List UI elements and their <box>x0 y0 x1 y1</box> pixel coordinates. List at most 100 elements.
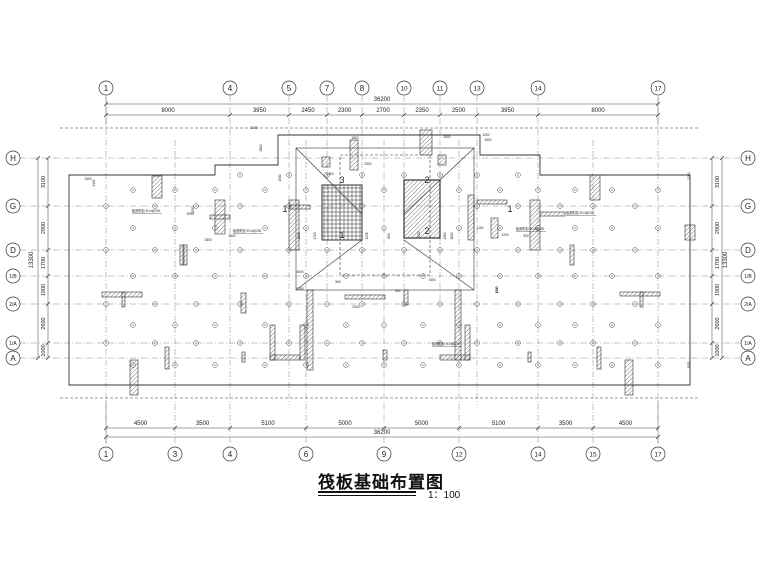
local-dimension-text: 1800 <box>351 136 358 140</box>
svg-text:9: 9 <box>382 450 387 459</box>
axis-bubble-top: 14 <box>530 80 546 96</box>
pile-marker <box>286 247 292 253</box>
drawing-scale: 1：100 <box>428 490 461 501</box>
dimension-extension-lines <box>105 97 659 444</box>
local-dimension-text: 1500 <box>428 278 435 282</box>
axis-bubble-top: 7 <box>319 80 335 96</box>
dimension-text: 4500 <box>619 421 633 427</box>
reinforcement-note: 板底附加 Φ14@200 <box>566 210 595 215</box>
dimension-text: 2600 <box>715 317 721 329</box>
pile-marker <box>515 247 521 253</box>
local-dimension-text: 1200 <box>482 133 489 137</box>
pile-marker <box>632 247 638 253</box>
raft-outline <box>60 127 700 399</box>
svg-text:H: H <box>745 154 751 163</box>
pile-marker <box>152 247 158 253</box>
pile-marker <box>237 340 243 346</box>
axis-bubble-left: G <box>5 198 21 214</box>
local-dimension-text: 1000 <box>687 361 691 368</box>
local-dimension-text: 1000 <box>450 232 454 239</box>
pile-marker <box>359 301 365 307</box>
pile-marker <box>474 340 480 346</box>
svg-text:2/A: 2/A <box>9 302 17 308</box>
pile-marker <box>381 273 387 279</box>
pile-marker <box>437 301 443 307</box>
axis-bubble-bottom: 17 <box>650 446 666 462</box>
svg-text:10: 10 <box>400 85 408 92</box>
pile-marker <box>497 273 503 279</box>
pile-marker <box>632 203 638 209</box>
drawing-title-block: 筏板基础布置图 1：100 <box>318 468 498 508</box>
pile-marker <box>401 247 407 253</box>
section-mark-label: 1 <box>507 204 512 214</box>
local-dimension-text: 1500 <box>495 286 499 293</box>
pile-marker <box>237 301 243 307</box>
section-mark-label: 2 <box>424 226 429 236</box>
local-dimension-text: 1900 <box>278 174 282 181</box>
pile-marker <box>535 322 541 328</box>
local-dimension-text: 800 <box>387 233 391 239</box>
pile-marker <box>324 301 330 307</box>
pile-marker <box>152 203 158 209</box>
local-dimension-text: 2800 <box>259 144 263 151</box>
pile-marker <box>456 322 462 328</box>
axis-grid <box>20 96 740 445</box>
pile-marker <box>359 172 365 178</box>
pile-marker <box>303 322 309 328</box>
dimension-text: 1000 <box>715 344 721 356</box>
pile-marker <box>515 301 521 307</box>
axis-bubble-left: H <box>5 150 21 166</box>
dimension-text: 1700 <box>715 257 721 269</box>
pile-marker <box>262 273 268 279</box>
pile-marker <box>655 225 661 231</box>
pile-marker <box>130 187 136 193</box>
axis-bubble-top: 5 <box>281 80 297 96</box>
axis-bubble-top: 1 <box>98 80 114 96</box>
pile-marker <box>381 225 387 231</box>
pile-marker <box>474 301 480 307</box>
pile-marker <box>401 172 407 178</box>
svg-text:12: 12 <box>455 451 463 458</box>
pile-marker <box>474 203 480 209</box>
dimension-lines <box>37 103 723 438</box>
dimension-text: 3950 <box>501 108 515 114</box>
svg-text:14: 14 <box>534 85 542 92</box>
pile-marker <box>420 362 426 368</box>
pile-marker <box>609 187 615 193</box>
dimension-text: 2900 <box>715 222 721 234</box>
pile-marker <box>286 340 292 346</box>
local-dimension-text: 3300 <box>84 177 91 181</box>
pile-marker <box>343 322 349 328</box>
local-dimension-text: 1000 <box>297 232 301 239</box>
local-dimension-text: 1100 <box>495 286 499 293</box>
dimension-ticks <box>35 101 725 440</box>
axis-bubble-bottom: 4 <box>222 446 238 462</box>
axis-bubble-right: 1/B <box>740 268 756 284</box>
pile-marker <box>497 187 503 193</box>
pile-marker <box>193 203 199 209</box>
axis-bubble-bottom: 6 <box>298 446 314 462</box>
pile-marker <box>609 362 615 368</box>
pile-marker <box>535 362 541 368</box>
local-dimension-text: 1100 <box>477 226 484 230</box>
dimension-text: 2450 <box>301 108 315 114</box>
pile-marker <box>497 322 503 328</box>
svg-text:5: 5 <box>287 84 292 93</box>
pile-marker <box>130 362 136 368</box>
reinforcement-note: 板底附加 Φ14@200 <box>516 226 545 231</box>
axis-bubble-top: 10 <box>396 80 412 96</box>
svg-text:1: 1 <box>104 450 109 459</box>
svg-text:17: 17 <box>654 85 662 92</box>
svg-text:A: A <box>10 354 16 363</box>
svg-text:1/A: 1/A <box>9 341 17 347</box>
pile-marker <box>172 187 178 193</box>
pile-marker <box>152 301 158 307</box>
axis-bubble-right: A <box>740 350 756 366</box>
pile-marker <box>212 362 218 368</box>
pile-marker <box>535 225 541 231</box>
dimension-text: 2700 <box>376 108 390 114</box>
dimension-text: 2300 <box>338 108 352 114</box>
pile-marker <box>103 301 109 307</box>
